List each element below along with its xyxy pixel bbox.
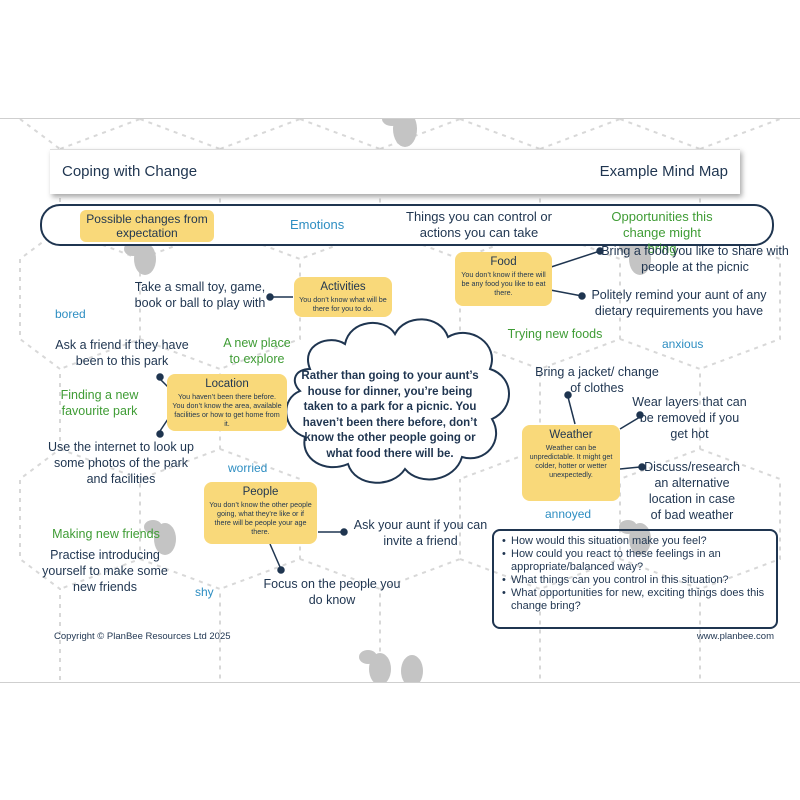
- emotion-bored: bored: [55, 307, 86, 321]
- node-desc: You don’t know the other people going, w…: [209, 500, 312, 536]
- emotion-shy: shy: [195, 585, 214, 599]
- action-remind: Politely remind your aunt of any dietary…: [591, 288, 767, 318]
- emotion-anxious: anxious: [662, 337, 704, 351]
- website-link[interactable]: www.planbee.com: [696, 631, 774, 642]
- node-desc: You don’t know if there will be any food…: [461, 270, 546, 297]
- node-activities: Activities You don’t know what will be t…: [294, 277, 392, 317]
- action-toy: Take a small toy, game, book or ball to …: [134, 280, 266, 310]
- action-invite: Ask your aunt if you can invite a friend: [353, 518, 488, 548]
- node-people: People You don’t know the other people g…: [204, 482, 317, 544]
- opportunity-new-place: A new place to explore: [223, 336, 291, 366]
- node-desc: Weather can be unpredictable. It might g…: [529, 443, 613, 479]
- node-title: People: [242, 486, 279, 498]
- emotion-worried: worried: [228, 461, 268, 475]
- question-item: What opportunities for new, exciting thi…: [502, 587, 768, 613]
- node-title: Location: [205, 378, 249, 390]
- action-internet: Use the internet to look up some photos …: [48, 440, 194, 486]
- central-cloud: [285, 318, 510, 484]
- page-title: Coping with Change: [62, 163, 198, 180]
- title-bar: Coping with Change Example Mind Map: [50, 149, 740, 194]
- node-desc: You haven’t been there before. You don’t…: [172, 392, 282, 428]
- action-focus: Focus on the people you do know: [263, 577, 401, 607]
- opportunity-new-foods: Trying new foods: [507, 327, 603, 341]
- action-discuss: Discuss/research an alternative location…: [644, 460, 740, 522]
- central-scenario: Rather than going to your aunt’s house f…: [301, 370, 479, 460]
- mind-map-sheet: Coping with Change Example Mind Map Poss…: [0, 118, 800, 683]
- action-layers: Wear layers that can be removed if you g…: [632, 395, 747, 441]
- page-subtitle: Example Mind Map: [599, 163, 728, 180]
- action-bring-food: Bring a food you like to share with peop…: [601, 244, 789, 274]
- question-item: How would this situation make you feel?: [502, 535, 768, 548]
- question-item: How could you react to these feelings in…: [502, 548, 768, 574]
- opportunity-new-friends: Making new friends: [52, 527, 160, 541]
- question-item: What things can you control in this situ…: [502, 574, 768, 587]
- emotion-annoyed: annoyed: [545, 507, 592, 521]
- node-weather: Weather Weather can be unpredictable. It…: [522, 425, 620, 501]
- action-ask-friend: Ask a friend if they have been to this p…: [55, 338, 189, 368]
- node-food: Food You don’t know if there will be any…: [455, 252, 552, 306]
- action-jacket: Bring a jacket/ change of clothes: [535, 365, 659, 395]
- key-emotions: Emotions: [290, 217, 345, 232]
- key-changes: Possible changes from expectation: [80, 210, 214, 242]
- node-title: Food: [490, 256, 517, 268]
- node-title: Activities: [320, 281, 366, 293]
- node-title: Weather: [549, 429, 593, 441]
- node-desc: You don’t know what will be there for yo…: [299, 295, 387, 313]
- copyright: Copyright © PlanBee Resources Ltd 2025: [54, 631, 231, 642]
- key-opportunities: Opportunities this change might bring: [611, 209, 713, 256]
- action-introduce: Practise introducing yourself to make so…: [42, 548, 168, 594]
- node-location: Location You haven’t been there before. …: [167, 374, 287, 431]
- questions-box: How would this situation make you feel? …: [492, 529, 778, 629]
- key-control: Things you can control or actions you ca…: [406, 209, 552, 240]
- opportunity-new-park: Finding a new favourite park: [60, 388, 139, 418]
- key-legend: Possible changes from expectation Emotio…: [40, 204, 774, 256]
